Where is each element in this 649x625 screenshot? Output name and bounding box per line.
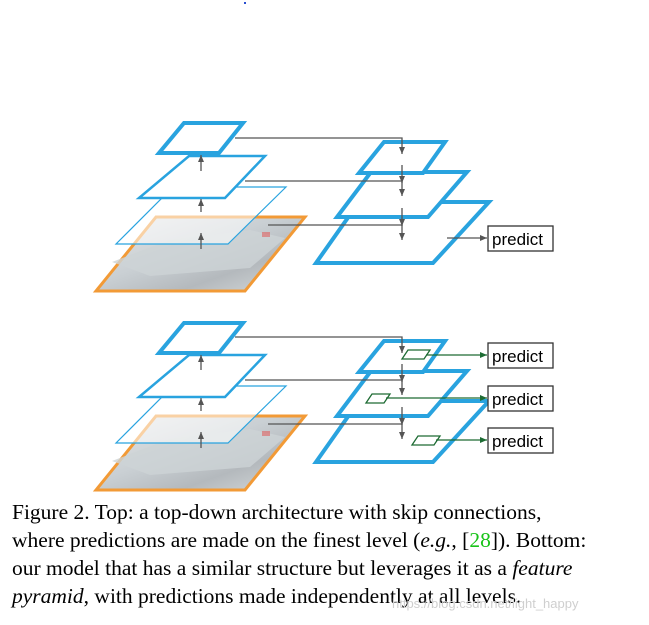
top-bottomup-level-1 [114, 186, 288, 245]
bottom-bottomup-level-1 [114, 385, 288, 444]
caption-text: ]). Bottom: [490, 528, 587, 552]
top-bottomup-pathway [92, 121, 309, 293]
caption-text: where predictions are made on the finest… [12, 528, 421, 552]
figure-caption: Figure 2. Top: a top-down architecture w… [12, 498, 636, 610]
bottom-image-boat-hint [112, 429, 285, 475]
top-bottomup-level-2 [135, 154, 268, 200]
bottom-topdown-pathway [312, 339, 494, 464]
bottom-panel: predict predict predict [92, 321, 554, 492]
caption-italic-pyramid: pyramid [12, 584, 84, 608]
bottom-image-red-detail [262, 431, 270, 436]
caption-line-4: pyramid, with predictions made independe… [12, 582, 636, 610]
top-image-red-detail [262, 232, 270, 237]
bottom-predict-label-1: predict [492, 347, 543, 366]
caption-text: , with predictions made independently at… [83, 584, 522, 608]
bottom-predict-box-1: predict [487, 342, 554, 369]
caption-text: , [ [451, 528, 470, 552]
bottom-predict-box-2: predict [487, 385, 554, 412]
pred-window-level-3 [410, 435, 442, 446]
top-lateral-connections [235, 137, 487, 241]
pred-window-level-1 [400, 349, 432, 360]
top-panel: predict [92, 121, 554, 293]
bottom-topdown-level-1 [354, 339, 449, 374]
top-topdown-pathway [312, 140, 494, 265]
bottom-bottomup-level-2 [135, 353, 268, 399]
caption-text: our model that has a similar structure b… [12, 556, 513, 580]
bottom-bottomup-level-3 [154, 321, 248, 355]
stray-mark [244, 2, 246, 4]
top-predict-label: predict [492, 230, 543, 249]
bottom-lateral-connections [235, 336, 405, 439]
watermark: https://blog.csdn.net/light_happy [392, 596, 579, 611]
pred-window-level-2 [364, 393, 392, 404]
caption-italic-feature: feature [512, 556, 573, 580]
top-bottomup-level-3 [154, 121, 248, 155]
citation-link[interactable]: 28 [469, 528, 491, 552]
top-topdown-level-1 [354, 140, 449, 175]
bottom-bottomup-pathway [92, 321, 309, 492]
caption-line-2: where predictions are made on the finest… [12, 526, 636, 554]
figure-diagram: predict [92, 121, 554, 492]
top-predict-box: predict [487, 225, 554, 252]
caption-italic-eg: e.g. [420, 528, 452, 552]
top-image-boat-hint [112, 230, 285, 276]
bottom-prediction-heads [364, 349, 487, 446]
caption-line-1: Figure 2. Top: a top-down architecture w… [12, 500, 542, 524]
caption-line-3: our model that has a similar structure b… [12, 554, 636, 582]
bottom-predict-label-2: predict [492, 390, 543, 409]
bottom-predict-label-3: predict [492, 432, 543, 451]
bottom-predict-box-3: predict [487, 427, 554, 454]
